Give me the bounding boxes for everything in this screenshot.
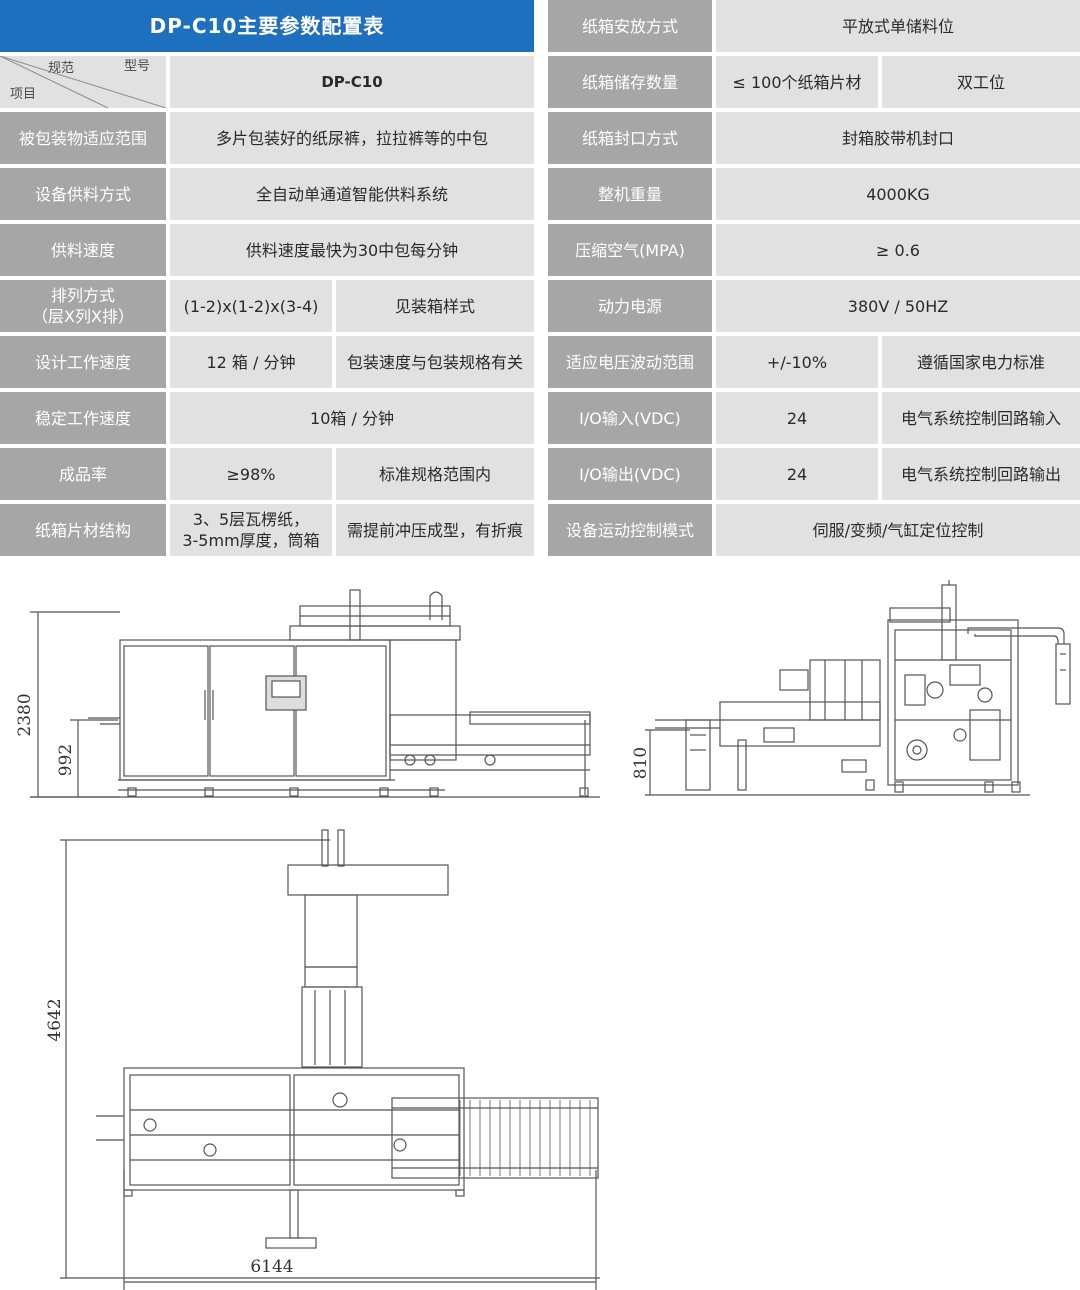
left-row-value-secondary: 标准规格范围内	[336, 448, 534, 500]
right-row-value: +/-10%	[716, 336, 878, 388]
right-row-value-secondary: 电气系统控制回路输入	[882, 392, 1080, 444]
right-row-label: 适应电压波动范围	[548, 336, 712, 388]
left-row-value-secondary: 见装箱样式	[336, 280, 534, 332]
side-table-height-dimension: 810	[631, 747, 651, 779]
right-row-value: 24	[716, 392, 878, 444]
right-row-value: ≤ 100个纸箱片材	[716, 56, 878, 108]
top-width-dimension: 6144	[250, 1257, 293, 1277]
top-view-drawing	[60, 829, 600, 1290]
left-row-value: 10箱 / 分钟	[170, 392, 534, 444]
corner-model-label: 型号	[124, 59, 151, 74]
right-row-label: 纸箱储存数量	[548, 56, 712, 108]
right-row-value-secondary: 电气系统控制回路输出	[882, 448, 1080, 500]
right-row-label: 整机重量	[548, 168, 712, 220]
left-row-label: 成品率	[0, 448, 166, 500]
right-row-value: 24	[716, 448, 878, 500]
right-row-value: ≥ 0.6	[716, 224, 1080, 276]
left-row-label: 供料速度	[0, 224, 166, 276]
right-row-label: 纸箱封口方式	[548, 112, 712, 164]
right-row-label: I/O输入(VDC)	[548, 392, 712, 444]
left-row-label: 稳定工作速度	[0, 392, 166, 444]
left-row-label: 设备供料方式	[0, 168, 166, 220]
machine-drawings: 2380 992 810 4642 6144	[15, 580, 1071, 1290]
front-height-dimension: 2380	[15, 693, 35, 736]
left-row-label: 排列方式 （层X列X排）	[0, 280, 166, 332]
right-row-value: 4000KG	[716, 168, 1080, 220]
right-row-value: 平放式单储料位	[716, 0, 1080, 52]
left-row-value: 全自动单通道智能供料系统	[170, 168, 534, 220]
left-row-value: 多片包装好的纸尿裤，拉拉裤等的中包	[170, 112, 534, 164]
header-corner-cell: 规范 型号项目	[0, 56, 166, 108]
table-title: DP-C10主要参数配置表	[0, 0, 534, 52]
left-row-value: 供料速度最快为30中包每分钟	[170, 224, 534, 276]
right-row-label: 设备运动控制模式	[548, 504, 712, 556]
corner-item-label: 项目	[10, 87, 37, 102]
corner-spec-label: 规范	[48, 61, 75, 76]
right-row-value: 伺服/变频/气缸定位控制	[716, 504, 1080, 556]
left-row-value: ≥98%	[170, 448, 332, 500]
left-row-label: 纸箱片材结构	[0, 504, 166, 556]
right-row-value: 封箱胶带机封口	[716, 112, 1080, 164]
left-row-value-secondary: 包装速度与包装规格有关	[336, 336, 534, 388]
right-row-label: 压缩空气(MPA)	[548, 224, 712, 276]
right-row-value-secondary: 双工位	[882, 56, 1080, 108]
front-table-height-dimension: 992	[56, 744, 76, 776]
right-row-value-secondary: 遵循国家电力标准	[882, 336, 1080, 388]
top-length-dimension: 4642	[45, 998, 65, 1041]
right-row-label: I/O输出(VDC)	[548, 448, 712, 500]
corner-diagonal-lines	[0, 56, 166, 108]
side-view-drawing	[645, 580, 1071, 796]
model-name: DP-C10	[170, 56, 534, 108]
left-row-value: 3、5层瓦楞纸， 3-5mm厚度，筒箱	[170, 504, 332, 556]
left-row-value-secondary: 需提前冲压成型，有折痕	[336, 504, 534, 556]
left-row-label: 设计工作速度	[0, 336, 166, 388]
left-row-label: 被包装物适应范围	[0, 112, 166, 164]
right-row-label: 动力电源	[548, 280, 712, 332]
right-row-label: 纸箱安放方式	[548, 0, 712, 52]
right-row-value: 380V / 50HZ	[716, 280, 1080, 332]
left-row-value: 12 箱 / 分钟	[170, 336, 332, 388]
front-view-drawing	[30, 589, 600, 798]
left-row-value: (1-2)x(1-2)x(3-4)	[170, 280, 332, 332]
